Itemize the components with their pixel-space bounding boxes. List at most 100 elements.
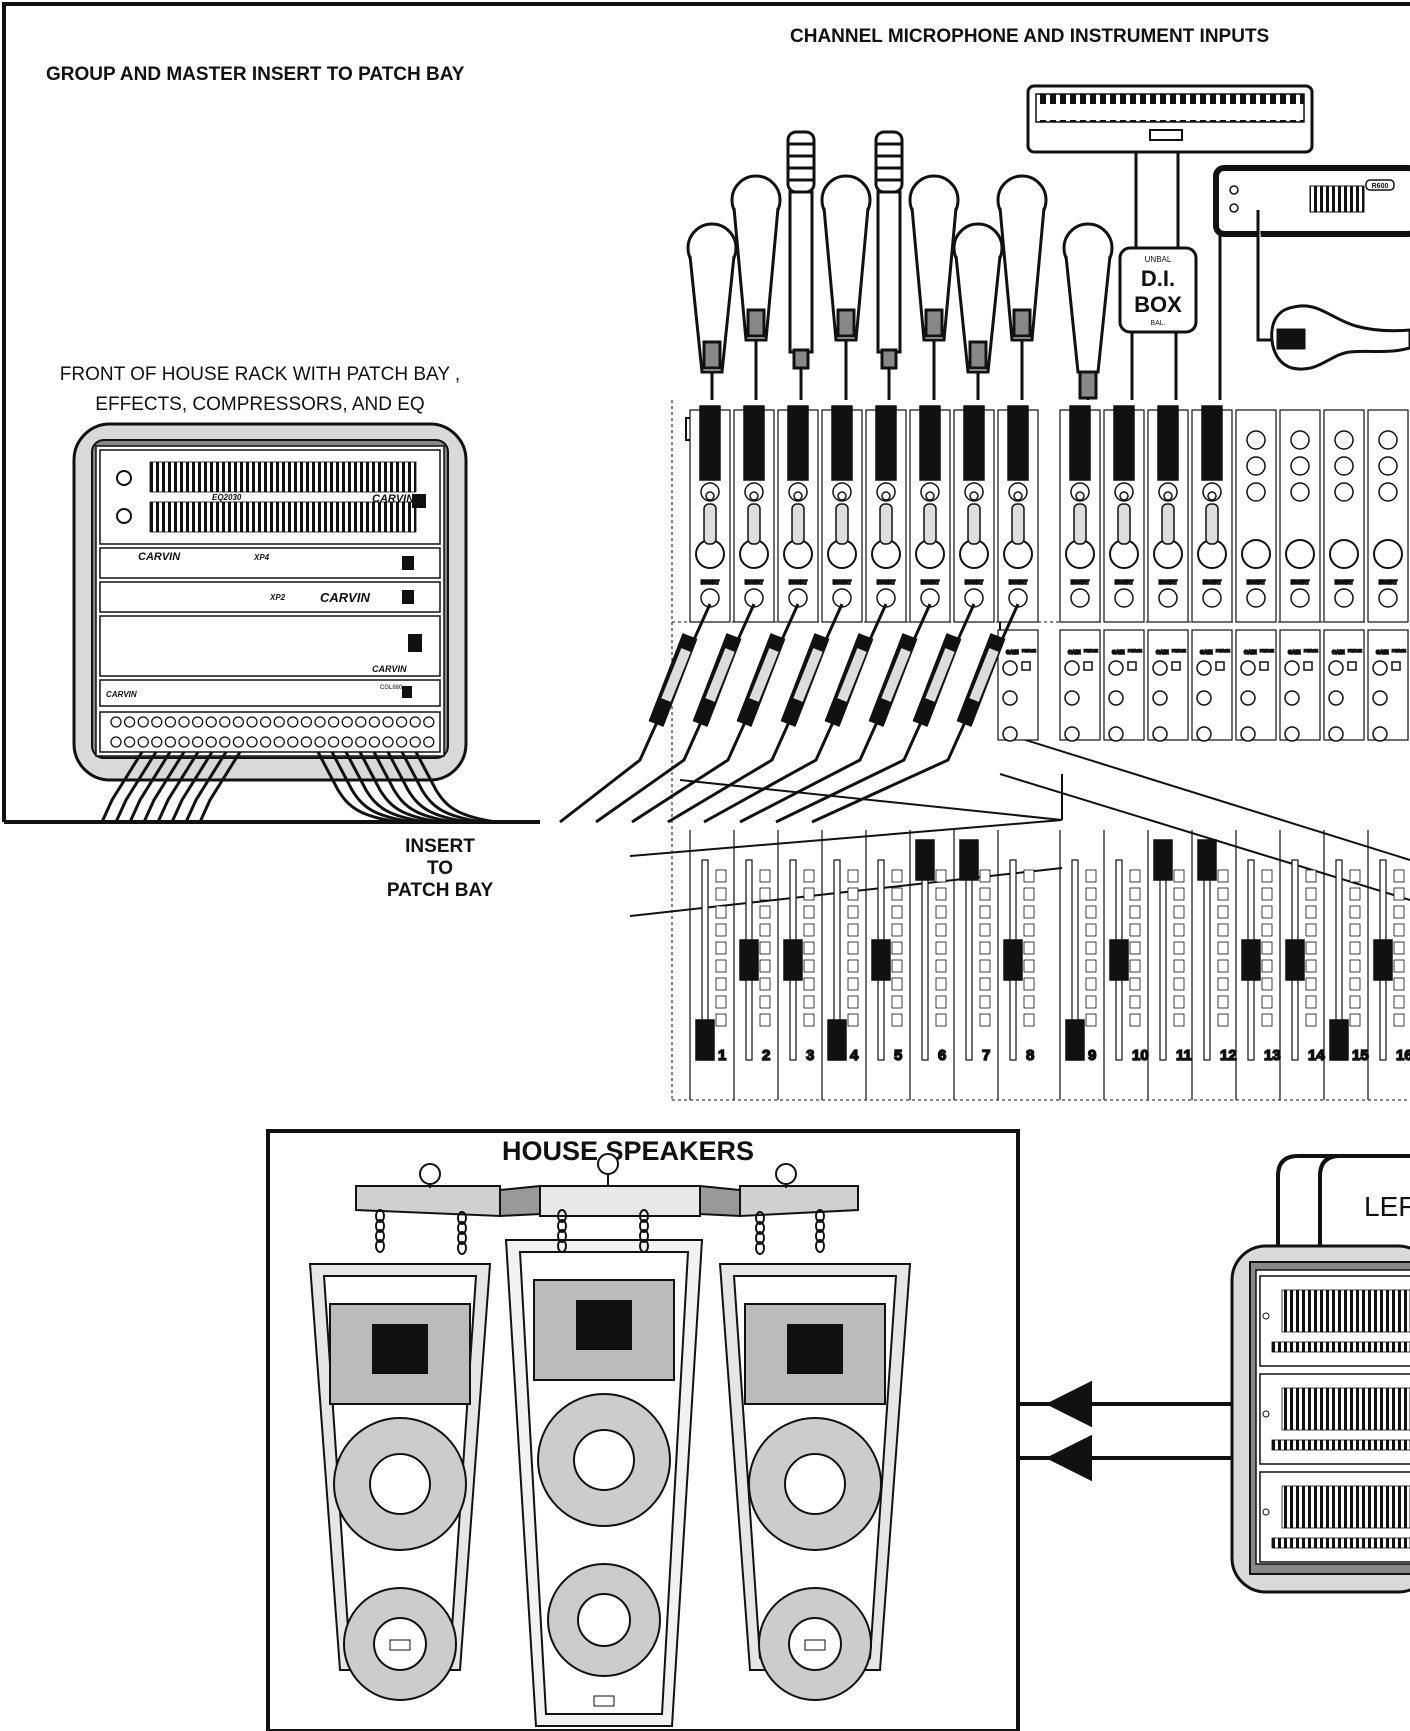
patch-jack[interactable] <box>273 736 285 748</box>
patch-jack[interactable] <box>110 716 122 728</box>
patch-jack[interactable] <box>423 736 435 748</box>
gain-knob[interactable] <box>1196 660 1212 676</box>
patch-jack[interactable] <box>409 716 421 728</box>
patch-jack[interactable] <box>191 736 204 748</box>
line-input-jack[interactable] <box>1246 456 1266 476</box>
channel-fader[interactable] <box>739 939 759 981</box>
channel-fader[interactable] <box>915 839 935 881</box>
patch-jack[interactable] <box>123 716 136 728</box>
patch-jack[interactable] <box>123 736 136 748</box>
patch-jack[interactable] <box>395 736 408 748</box>
gain-knob[interactable] <box>1240 660 1256 676</box>
patch-jack[interactable] <box>314 736 326 748</box>
patch-jack[interactable] <box>314 716 326 728</box>
channel-fader[interactable] <box>1329 1019 1349 1061</box>
insert-jack[interactable] <box>1114 588 1134 608</box>
aux-knob[interactable] <box>1002 726 1018 742</box>
eq-knob[interactable] <box>1152 690 1168 706</box>
channel-fader[interactable] <box>827 1019 847 1061</box>
patch-jack[interactable] <box>246 716 258 728</box>
phase-button[interactable] <box>1083 661 1093 671</box>
xlr-input-jack[interactable] <box>1241 539 1271 569</box>
channel-fader[interactable] <box>1153 839 1173 881</box>
insert-jack[interactable] <box>1070 588 1090 608</box>
patch-jack[interactable] <box>327 736 340 748</box>
patch-jack[interactable] <box>164 736 177 748</box>
gain-knob[interactable] <box>1064 660 1080 676</box>
patch-jack[interactable] <box>423 716 435 728</box>
patch-jack[interactable] <box>300 736 313 748</box>
channel-fader[interactable] <box>783 939 803 981</box>
line-input-jack[interactable] <box>1334 430 1354 450</box>
patch-jack[interactable] <box>191 716 204 728</box>
xlr-input-jack[interactable] <box>1329 539 1359 569</box>
channel-fader[interactable] <box>1373 939 1393 981</box>
insert-jack[interactable] <box>1334 588 1354 608</box>
patch-jack[interactable] <box>300 716 313 728</box>
xlr-input-jack[interactable] <box>1373 539 1403 569</box>
phase-button[interactable] <box>1021 661 1031 671</box>
patch-jack[interactable] <box>219 716 231 728</box>
gain-knob[interactable] <box>1328 660 1344 676</box>
insert-jack[interactable] <box>1246 588 1266 608</box>
eq-knob[interactable] <box>1328 690 1344 706</box>
aux-knob[interactable] <box>1372 726 1388 742</box>
line-input-jack[interactable] <box>1290 456 1310 476</box>
line-input-jack[interactable] <box>1246 482 1266 502</box>
insert-jack[interactable] <box>1202 588 1222 608</box>
eq-knob[interactable] <box>1002 690 1018 706</box>
patch-jack[interactable] <box>219 736 231 748</box>
patch-jack[interactable] <box>151 736 163 748</box>
patch-jack[interactable] <box>178 716 190 728</box>
phase-button[interactable] <box>1347 661 1357 671</box>
patch-jack[interactable] <box>273 716 285 728</box>
patch-jack[interactable] <box>137 736 149 748</box>
patch-jack[interactable] <box>232 736 245 748</box>
channel-fader[interactable] <box>959 839 979 881</box>
channel-fader[interactable] <box>1285 939 1305 981</box>
phase-button[interactable] <box>1215 661 1225 671</box>
patch-jack[interactable] <box>246 736 258 748</box>
line-input-jack[interactable] <box>1246 430 1266 450</box>
aux-knob[interactable] <box>1108 726 1124 742</box>
channel-fader[interactable] <box>1109 939 1129 981</box>
phase-button[interactable] <box>1127 661 1137 671</box>
patch-jack[interactable] <box>205 716 217 728</box>
patch-jack[interactable] <box>232 716 245 728</box>
channel-fader[interactable] <box>1197 839 1217 881</box>
patch-jack[interactable] <box>409 736 421 748</box>
patch-jack[interactable] <box>355 736 367 748</box>
patch-jack[interactable] <box>137 716 149 728</box>
gain-knob[interactable] <box>1002 660 1018 676</box>
patch-jack[interactable] <box>287 716 299 728</box>
patch-jack[interactable] <box>395 716 408 728</box>
patch-jack[interactable] <box>341 736 353 748</box>
insert-jack[interactable] <box>1158 588 1178 608</box>
line-input-jack[interactable] <box>1378 482 1398 502</box>
patch-jack[interactable] <box>205 736 217 748</box>
aux-knob[interactable] <box>1196 726 1212 742</box>
xlr-input-jack[interactable] <box>1285 539 1315 569</box>
patch-jack[interactable] <box>382 736 394 748</box>
aux-knob[interactable] <box>1284 726 1300 742</box>
gain-knob[interactable] <box>1284 660 1300 676</box>
aux-knob[interactable] <box>1152 726 1168 742</box>
patch-jack[interactable] <box>341 716 353 728</box>
patch-jack[interactable] <box>355 716 367 728</box>
phase-button[interactable] <box>1171 661 1181 671</box>
patch-jack[interactable] <box>151 716 163 728</box>
patch-jack[interactable] <box>259 736 272 748</box>
line-input-jack[interactable] <box>1334 456 1354 476</box>
channel-fader[interactable] <box>871 939 891 981</box>
channel-fader[interactable] <box>1065 1019 1085 1061</box>
patch-jack[interactable] <box>327 716 340 728</box>
line-input-jack[interactable] <box>1334 482 1354 502</box>
channel-fader[interactable] <box>695 1019 715 1061</box>
aux-knob[interactable] <box>1328 726 1344 742</box>
phase-button[interactable] <box>1259 661 1269 671</box>
insert-jack[interactable] <box>1378 588 1398 608</box>
patch-jack[interactable] <box>259 716 272 728</box>
phase-button[interactable] <box>1303 661 1313 671</box>
eq-knob[interactable] <box>1196 690 1212 706</box>
insert-jack[interactable] <box>1290 588 1310 608</box>
